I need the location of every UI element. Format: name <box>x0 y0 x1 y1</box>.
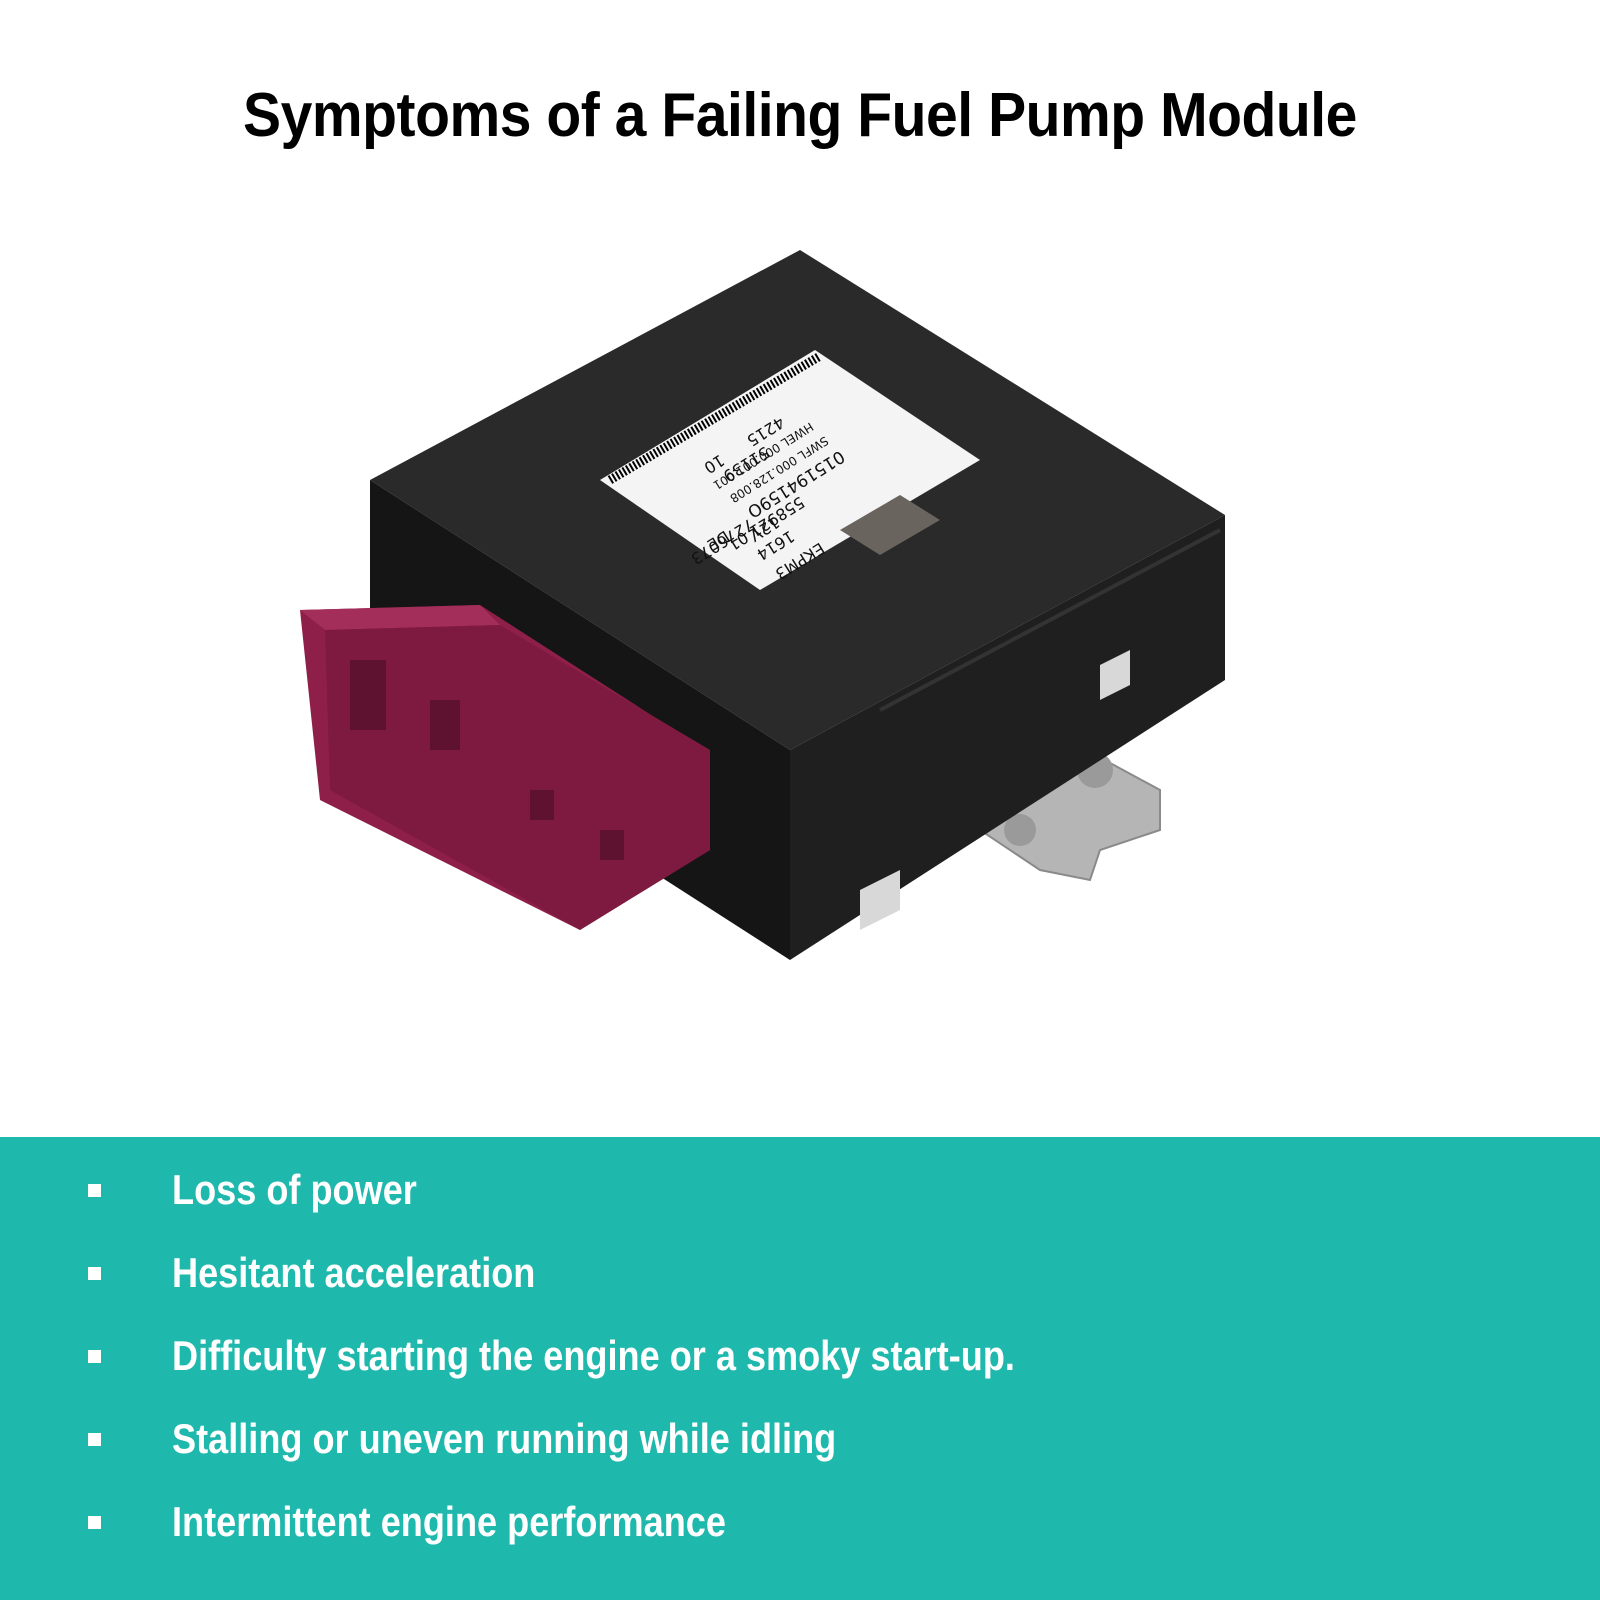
symptoms-panel: Loss of power Hesitant acceleration Diff… <box>0 1137 1600 1600</box>
symptom-item: Hesitant acceleration <box>0 1243 1600 1303</box>
housing-side <box>790 515 1225 960</box>
connector-slot-2 <box>430 700 460 750</box>
connector-plug <box>300 605 710 930</box>
fuel-pump-module-illustration: 015194159О SWFL 000.128.008 HWEL 000.001… <box>300 250 1225 960</box>
symptom-text: Difficulty starting the engine or a smok… <box>172 1332 1015 1379</box>
fuel-pump-module-image: 015194159О SWFL 000.128.008 HWEL 000.001… <box>280 230 1300 1050</box>
metal-insert <box>860 870 900 930</box>
bracket-hole-2 <box>1004 814 1036 846</box>
connector-slot <box>350 660 386 730</box>
page-title: Symptoms of a Failing Fuel Pump Module <box>243 81 1357 150</box>
bullet-icon <box>88 1516 101 1529</box>
product-label: 015194159О SWFL 000.128.008 HWEL 000.001… <box>600 350 980 590</box>
symptom-item: Intermittent engine performance <box>0 1492 1600 1552</box>
bullet-icon <box>88 1267 101 1280</box>
symptom-item: Stalling or uneven running while idling <box>0 1409 1600 1469</box>
bullet-icon <box>88 1184 101 1197</box>
symptom-text: Intermittent engine performance <box>172 1498 726 1545</box>
symptom-item: Loss of power <box>0 1160 1600 1220</box>
housing-rib <box>879 528 1221 712</box>
connector-slot-4 <box>600 830 624 860</box>
metal-insert-2 <box>1100 650 1130 700</box>
symptom-text: Loss of power <box>172 1166 417 1213</box>
connector-slot-3 <box>530 790 554 820</box>
symptom-text: Stalling or uneven running while idling <box>172 1415 837 1462</box>
bullet-icon <box>88 1433 101 1446</box>
symptom-item: Difficulty starting the engine or a smok… <box>0 1326 1600 1386</box>
symptom-text: Hesitant acceleration <box>172 1249 536 1296</box>
bullet-icon <box>88 1350 101 1363</box>
